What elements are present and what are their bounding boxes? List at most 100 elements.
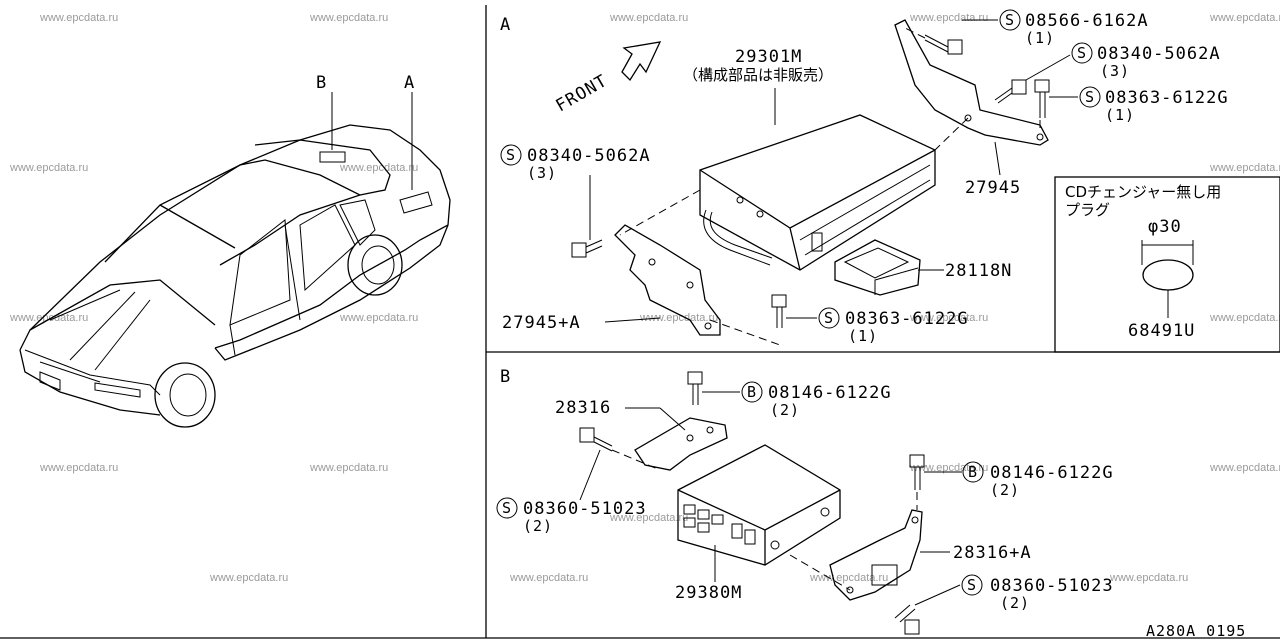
bracket-27945-a — [614, 224, 721, 336]
part-08340-5062a: 08340-5062A — [1097, 44, 1221, 64]
section-b: B 28316 B 08146-6122G (2) S 08 — [496, 367, 1114, 635]
watermark: www.epcdata.ru — [609, 512, 688, 524]
qty: (3) — [1100, 62, 1130, 80]
part-28118n: 28118N — [945, 261, 1012, 281]
qty: (2) — [990, 481, 1020, 499]
symbol-s-icon — [1079, 86, 1101, 108]
symbol-s: S — [506, 146, 516, 164]
qty: (2) — [770, 401, 800, 419]
symbol-s: S — [1085, 88, 1095, 106]
front-arrow-icon — [621, 41, 662, 82]
symbol-s-icon — [961, 574, 983, 596]
part-28316-a: 28316+A — [953, 543, 1032, 563]
symbol-s-icon — [1071, 42, 1093, 64]
section-a: A FRONT 29301M （構成部品は非販売） 27945 — [500, 9, 1229, 346]
watermark: www.epcdata.ru — [39, 462, 118, 474]
watermark: www.epcdata.ru — [309, 12, 388, 24]
watermark: www.epcdata.ru — [509, 572, 588, 584]
watermark: www.epcdata.ru — [909, 462, 988, 474]
callout-a: A — [404, 73, 415, 93]
symbol-b: B — [747, 383, 757, 401]
component-b — [319, 151, 346, 163]
car-overview: B A — [19, 73, 451, 428]
plug-icon — [1141, 240, 1194, 291]
screw-icon — [994, 79, 1027, 104]
part-29301m-note: （構成部品は非販売） — [683, 66, 833, 84]
symbol-s: S — [1077, 44, 1087, 62]
symbol-b-icon — [741, 381, 763, 403]
bolt-icon — [909, 454, 925, 490]
symbol-s: S — [1005, 11, 1015, 29]
qty: (2) — [523, 517, 553, 535]
watermark: www.epcdata.ru — [909, 312, 988, 324]
symbol-s: S — [502, 499, 512, 517]
symbol-s-icon — [999, 9, 1021, 31]
watermark: www.epcdata.ru — [9, 312, 88, 324]
qty: (1) — [1105, 106, 1135, 124]
part-08340-5062a-left: 08340-5062A — [527, 146, 651, 166]
screw-icon — [579, 427, 613, 452]
watermark: www.epcdata.ru — [339, 162, 418, 174]
watermark: www.epcdata.ru — [1209, 312, 1280, 324]
inset-title: CDチェンジャー無し用 — [1065, 183, 1221, 201]
watermark: www.epcdata.ru — [339, 312, 418, 324]
symbol-s-icon — [496, 497, 518, 519]
watermark: www.epcdata.ru — [1109, 572, 1188, 584]
bolt-icon — [687, 371, 703, 405]
symbol-b-icon — [962, 461, 984, 483]
front-label: FRONT — [553, 71, 612, 116]
bracket-28316-a — [829, 509, 923, 601]
watermark: www.epcdata.ru — [1209, 462, 1280, 474]
part-08363-6122g: 08363-6122G — [1105, 88, 1229, 108]
part-28316: 28316 — [555, 398, 611, 418]
qty: (2) — [1000, 594, 1030, 612]
part-08360-51023-right: 08360-51023 — [990, 576, 1114, 596]
part-08146-6122g: 08146-6122G — [768, 383, 892, 403]
symbol-s: S — [967, 576, 977, 594]
part-08363-6122g-bottom: 08363-6122G — [845, 309, 969, 329]
watermark: www.epcdata.ru — [1209, 162, 1280, 174]
symbol-s: S — [824, 309, 834, 327]
qty: (1) — [1025, 29, 1055, 47]
watermark: www.epcdata.ru — [909, 12, 988, 24]
part-27945-a: 27945+A — [502, 313, 581, 333]
inset-subtitle: プラグ — [1065, 201, 1110, 219]
symbol-s-icon — [500, 144, 522, 166]
plug-dimension: φ30 — [1148, 217, 1182, 237]
qty: (3) — [527, 164, 557, 182]
screw-icon — [571, 239, 603, 258]
cd-magazine — [834, 239, 921, 296]
part-08360-51023-left: 08360-51023 — [523, 499, 647, 519]
watermark: www.epcdata.ru — [609, 12, 688, 24]
part-08566-6162a: 08566-6162A — [1025, 11, 1149, 31]
component-a — [399, 191, 433, 214]
watermark: www.epcdata.ru — [809, 572, 888, 584]
part-68491u: 68491U — [1128, 321, 1195, 341]
watermark: www.epcdata.ru — [9, 162, 88, 174]
panel-frame — [0, 5, 1280, 639]
nav-unit — [677, 444, 841, 566]
part-08146-6122g-right: 08146-6122G — [990, 463, 1114, 483]
callout-b: B — [316, 73, 327, 93]
screw-icon — [894, 604, 920, 635]
part-29380m: 29380M — [675, 583, 742, 603]
symbol-b: B — [968, 463, 978, 481]
part-29301m: 29301M — [735, 47, 802, 67]
diagram-code: A280A 0195 — [1146, 622, 1246, 640]
part-27945: 27945 — [965, 178, 1021, 198]
symbol-s-icon — [818, 307, 840, 329]
section-b-title: B — [500, 367, 511, 387]
cd-changer-unit — [699, 114, 936, 271]
screw-icon — [924, 34, 963, 55]
bracket-27945 — [894, 19, 1049, 146]
section-a-title: A — [500, 15, 511, 35]
watermark: www.epcdata.ru — [39, 12, 118, 24]
watermark: www.epcdata.ru — [209, 572, 288, 584]
watermark: www.epcdata.ru — [309, 462, 388, 474]
screw-icon — [1034, 79, 1050, 118]
watermark: www.epcdata.ru — [1209, 12, 1280, 24]
watermarks: www.epcdata.ru www.epcdata.ru www.epcdat… — [9, 12, 1280, 584]
screw-icon — [771, 294, 787, 328]
